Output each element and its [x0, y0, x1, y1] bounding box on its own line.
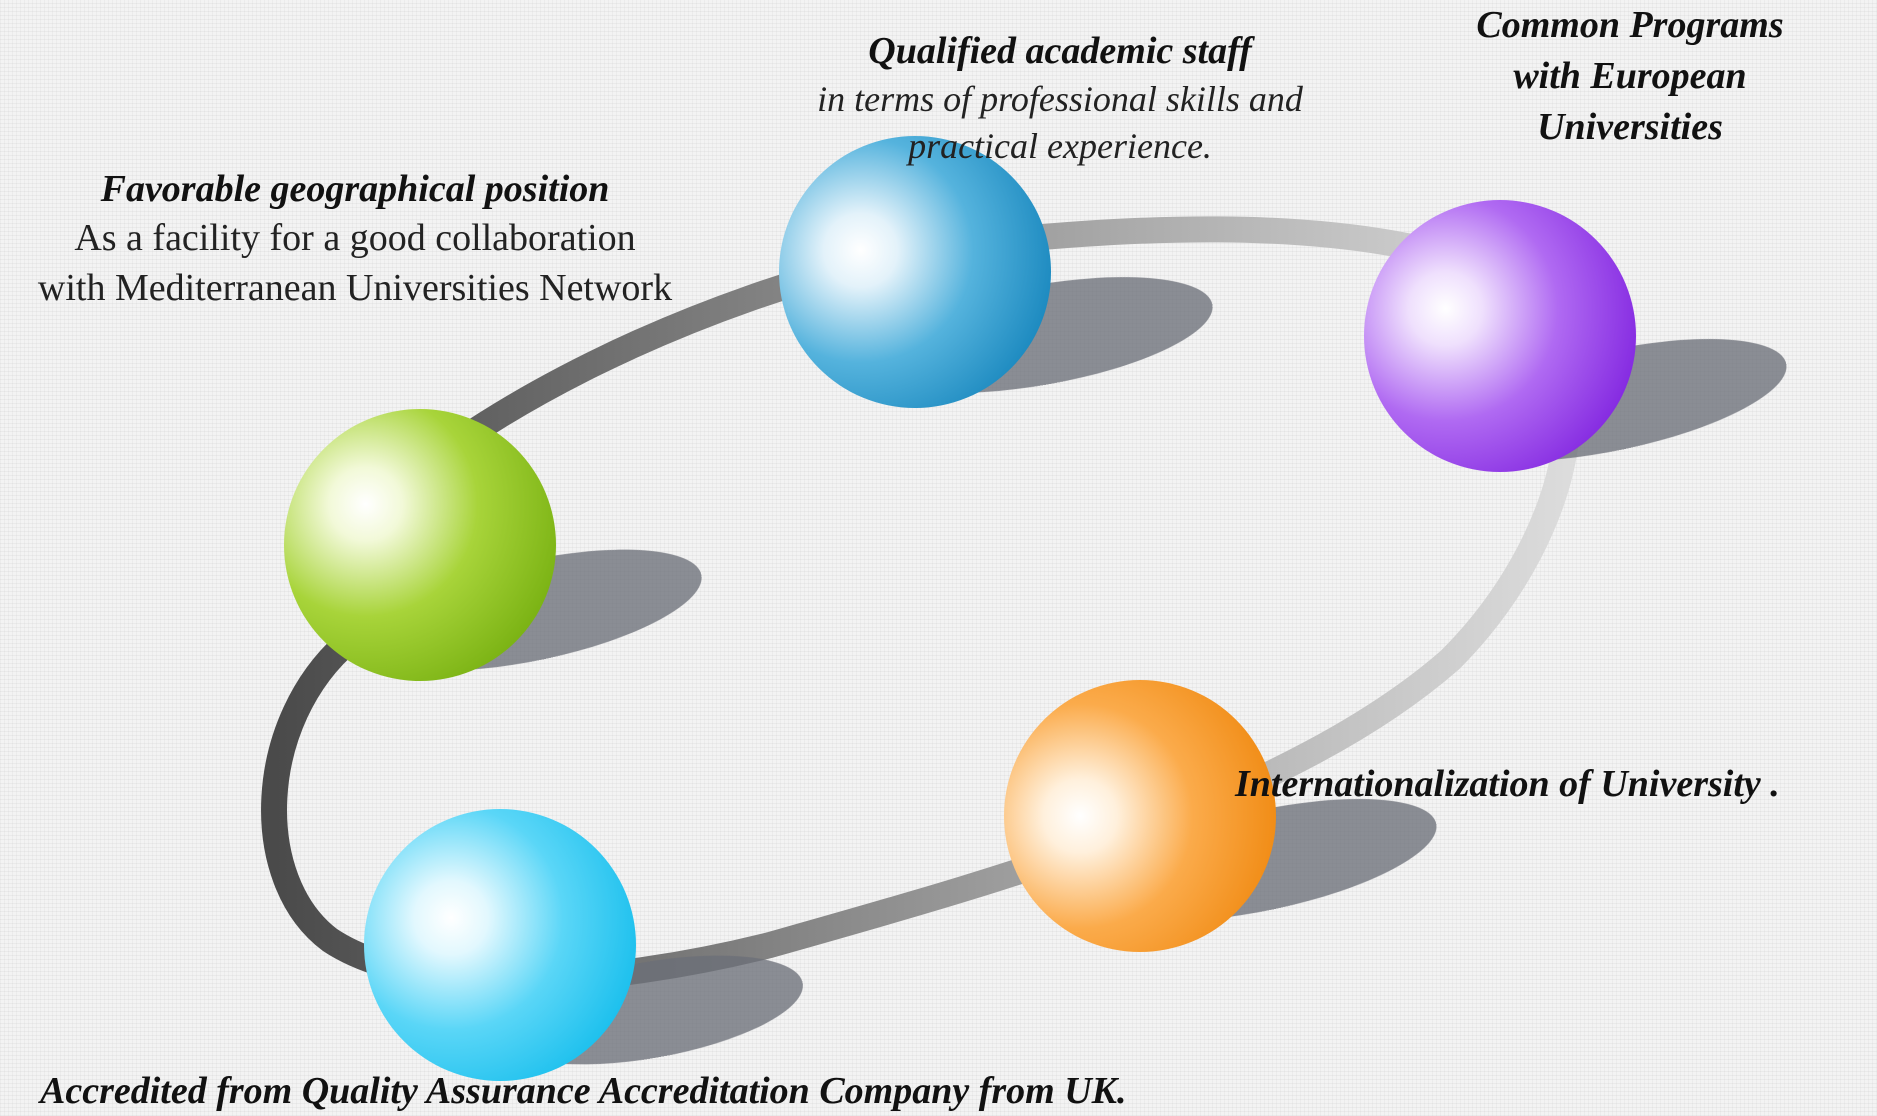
sphere-cyan — [364, 809, 636, 1081]
label-academic-staff: Qualified academic staff in terms of pro… — [790, 27, 1330, 170]
sphere-blue — [779, 136, 1051, 408]
sphere-purple — [1364, 200, 1636, 472]
programs-line-1: Common Programs — [1476, 4, 1784, 46]
label-common-programs: Common Programs with European Universiti… — [1440, 0, 1820, 153]
accredited-title: Accredited from Quality Assurance Accred… — [40, 1070, 1127, 1112]
label-accredited: Accredited from Quality Assurance Accred… — [40, 1067, 1370, 1116]
staff-title: Qualified academic staff — [868, 30, 1252, 72]
sphere-orange — [1004, 680, 1276, 952]
staff-line-2: practical experience. — [908, 126, 1212, 167]
geo-title: Favorable geographical position — [100, 168, 610, 210]
label-geographical-position: Favorable geographical position As a fac… — [0, 165, 710, 313]
geo-line-1: As a facility for a good collaboration — [74, 217, 636, 260]
sphere-green — [284, 409, 556, 681]
programs-line-2: with European — [1513, 54, 1747, 97]
label-internationalization: Internationalization of University . — [1235, 760, 1877, 809]
intl-title: Internationalization of University . — [1235, 763, 1780, 805]
geo-line-2: with Mediterranean Universities Network — [37, 266, 673, 309]
staff-line-1: in terms of professional skills and — [817, 79, 1303, 120]
programs-line-3: Universities — [1537, 105, 1723, 148]
